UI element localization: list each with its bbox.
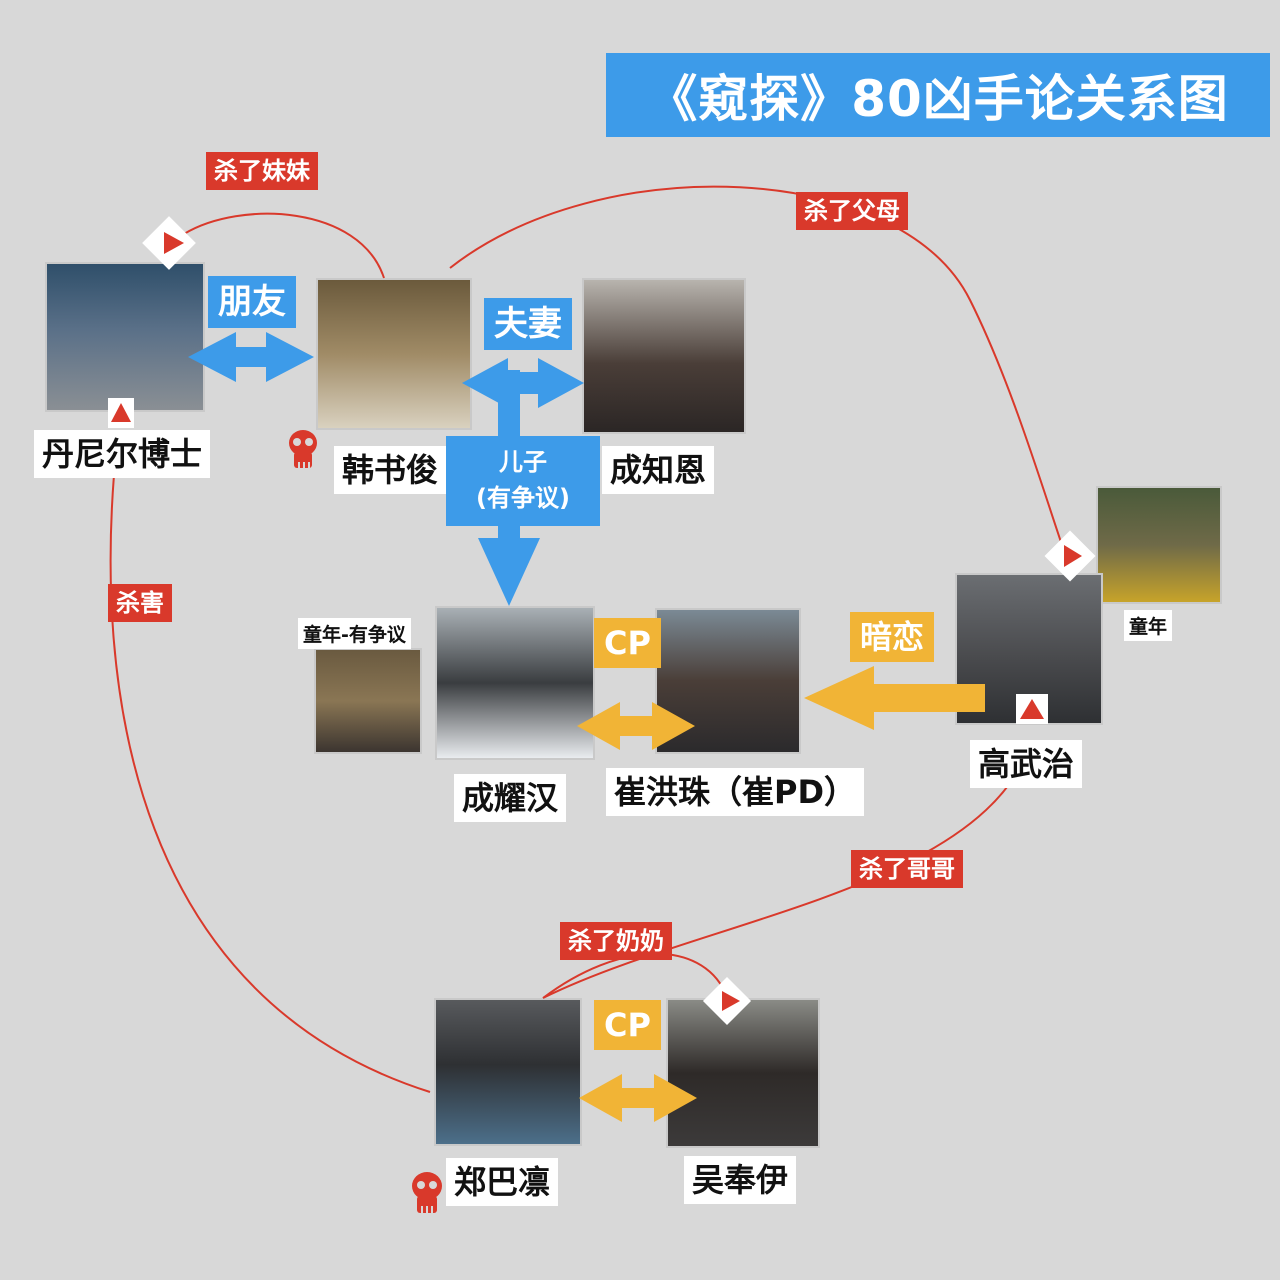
killed-parents-label: 杀了父母 bbox=[796, 192, 908, 230]
red-triangle-icon bbox=[108, 398, 134, 428]
kill-line-parents bbox=[449, 185, 1064, 549]
page-title: 《窥探》80凶手论关系图 bbox=[606, 53, 1270, 137]
crush-label: 暗恋 bbox=[850, 612, 935, 662]
name-oh: 吴奉伊 bbox=[684, 1156, 797, 1204]
killed-sister-label: 杀了妹妹 bbox=[206, 152, 318, 190]
photo-seong-yohan-childhood bbox=[314, 648, 422, 754]
spouses-label: 夫妻 bbox=[484, 298, 572, 350]
friends-arrow bbox=[188, 332, 314, 382]
kill-line-brother bbox=[542, 744, 1031, 999]
kill-line-sister bbox=[183, 212, 385, 279]
name-go: 高武治 bbox=[970, 740, 1083, 788]
name-daniel: 丹尼尔博士 bbox=[34, 430, 211, 478]
photo-han bbox=[316, 278, 472, 430]
son-arrow bbox=[478, 520, 540, 606]
photo-jeong bbox=[434, 998, 582, 1146]
son-relation-label: 儿子 bbox=[499, 448, 547, 476]
red-triangle-icon bbox=[1016, 694, 1048, 724]
crush-arrow bbox=[804, 666, 985, 730]
photo-go-childhood bbox=[1096, 486, 1222, 604]
killed-brother-label: 杀了哥哥 bbox=[851, 850, 963, 888]
cp-bottom-arrow bbox=[579, 1074, 697, 1122]
name-jeong: 郑巴凛 bbox=[446, 1158, 559, 1206]
skull-icon bbox=[289, 430, 317, 468]
photo-daniel bbox=[45, 262, 205, 412]
cp-top-arrow bbox=[577, 702, 695, 750]
photo-seong-yohan bbox=[435, 606, 595, 760]
kill-line-killed bbox=[109, 441, 431, 1093]
name-seong-jieun: 成知恩 bbox=[602, 446, 715, 494]
killed-grandma-label: 杀了奶奶 bbox=[560, 922, 672, 960]
name-han: 韩书俊 bbox=[334, 446, 447, 494]
photo-seong-jieun bbox=[582, 278, 746, 434]
photo-oh bbox=[666, 998, 820, 1148]
red-triangle-icon bbox=[1044, 530, 1096, 582]
son-relation-box: 儿子 (有争议) bbox=[446, 436, 600, 526]
name-choi: 崔洪珠（崔PD） bbox=[606, 768, 865, 816]
red-triangle-icon bbox=[702, 976, 752, 1026]
skull-icon bbox=[412, 1172, 442, 1213]
killed-label: 杀害 bbox=[108, 584, 172, 622]
son-relation-note: (有争议) bbox=[476, 484, 570, 512]
cp-bottom-label: CP bbox=[594, 1000, 661, 1050]
spouses-arrow bbox=[462, 358, 584, 440]
caption-childhood: 童年 bbox=[1124, 610, 1173, 641]
name-seong-yohan: 成耀汉 bbox=[454, 774, 567, 822]
caption-childhood-disputed: 童年-有争议 bbox=[298, 618, 411, 649]
red-triangle-icon bbox=[142, 216, 196, 270]
cp-top-label: CP bbox=[594, 618, 661, 668]
friends-label: 朋友 bbox=[208, 276, 296, 328]
